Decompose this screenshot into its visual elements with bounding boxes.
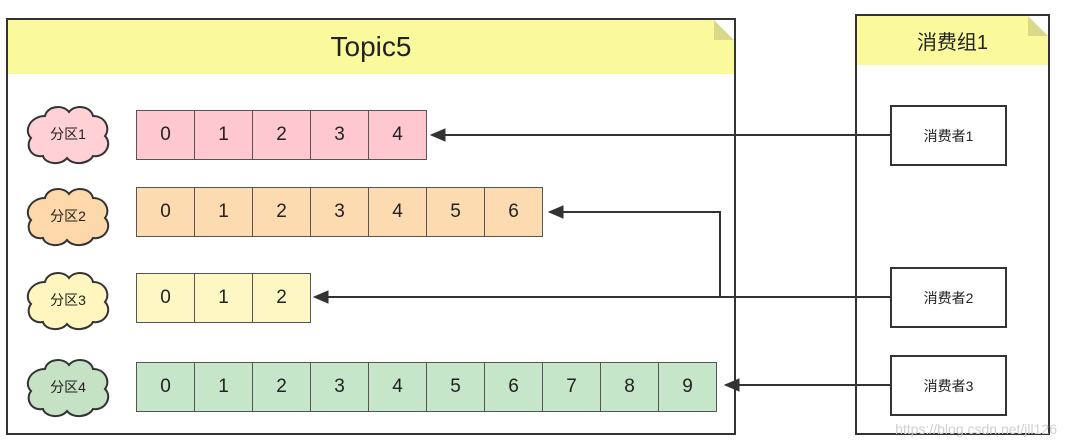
message-cell: 8 [600,362,659,412]
partition-label: 分区2 [50,208,86,224]
message-cell: 3 [310,362,369,412]
message-cell: 2 [252,187,311,237]
cloud-icon [26,106,110,164]
message-cell: 1 [194,362,253,412]
message-cell: 1 [194,110,253,160]
consumer-group-title-bar: 消费组1 [857,16,1048,65]
message-cell: 6 [484,362,543,412]
partition-2-cloud: 分区2 [23,184,113,248]
message-cell: 4 [368,187,427,237]
message-cell: 2 [252,110,311,160]
message-cell: 7 [542,362,601,412]
message-cell: 3 [310,110,369,160]
message-cell: 0 [136,187,195,237]
message-cell: 5 [426,187,485,237]
message-cell: 4 [368,362,427,412]
consumer-label: 消费者2 [923,289,974,306]
message-cell: 9 [658,362,717,412]
message-cell: 1 [194,187,253,237]
consumer-3-box: 消费者3 [890,355,1007,416]
partition-2-queue: 0 1 2 3 4 5 6 [136,187,543,237]
consumer-label: 消费者1 [923,127,974,144]
partition-3-cloud: 分区3 [23,268,113,332]
message-cell: 2 [252,273,311,323]
watermark: https://blog.csdn.net/jll126 [895,421,1057,437]
topic-title-bar: Topic5 [8,20,734,74]
partition-1-queue: 0 1 2 3 4 [136,110,427,160]
cloud-icon [26,188,110,246]
message-cell: 0 [136,273,195,323]
message-cell: 0 [136,362,195,412]
consumer-1-box: 消费者1 [890,105,1007,166]
message-cell: 1 [194,273,253,323]
message-cell: 4 [368,110,427,160]
partition-label: 分区4 [50,379,86,395]
cloud-icon [26,272,110,330]
consumer-group-title: 消费组1 [916,32,989,54]
message-cell: 3 [310,187,369,237]
cloud-icon [26,359,110,417]
consumer-label: 消费者3 [923,377,974,394]
consumer-2-box: 消费者2 [890,267,1007,328]
message-cell: 0 [136,110,195,160]
topic-title: Topic5 [330,31,412,62]
note-fold-icon [1028,16,1048,36]
partition-1-cloud: 分区1 [23,102,113,166]
partition-4-queue: 0 1 2 3 4 5 6 7 8 9 [136,362,717,412]
note-fold-icon [714,20,734,40]
partition-3-queue: 0 1 2 [136,273,311,323]
partition-4-cloud: 分区4 [23,355,113,419]
message-cell: 6 [484,187,543,237]
partition-label: 分区3 [50,292,86,308]
message-cell: 2 [252,362,311,412]
partition-label: 分区1 [50,126,86,142]
message-cell: 5 [426,362,485,412]
